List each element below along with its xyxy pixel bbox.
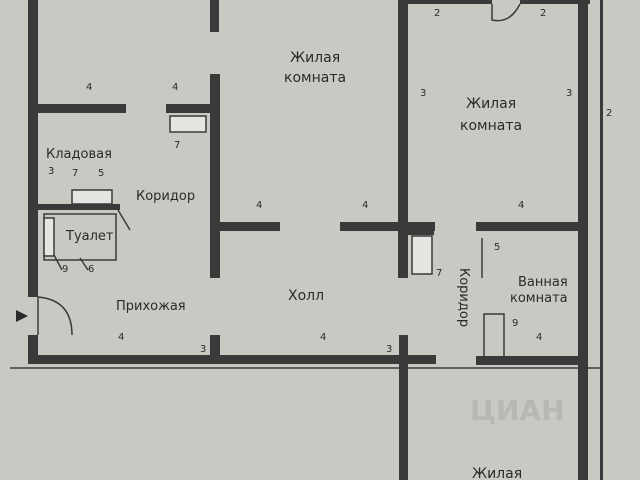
fixture-num-3: 5 (98, 168, 104, 179)
wall-left-exterior (28, 0, 38, 297)
wall-mid-right-vertical (398, 0, 408, 278)
fixture-toilet-side (43, 217, 55, 257)
wall-right-vertical (578, 0, 588, 480)
fixture-num-8: 9 (512, 318, 518, 329)
wall-bottom-vertical (399, 335, 408, 480)
wall-num-17: 3 (386, 344, 392, 355)
hall-label: Холл (288, 288, 324, 304)
wall-num-9: 4 (256, 200, 262, 211)
wall-corridor-stub (220, 222, 280, 231)
wall-center-lower (210, 335, 220, 360)
wall-toilet-top (38, 204, 120, 210)
wall-num-6: 3 (566, 88, 572, 99)
wall-niche-right (408, 231, 434, 235)
wall-bathroom-bottom (476, 356, 588, 365)
storage-label: Кладовая (46, 147, 112, 162)
wall-num-13: 4 (118, 332, 124, 343)
wall-hall-stub (340, 222, 435, 231)
corridor-vertical-label: Коридор (456, 268, 471, 327)
fixture-niche-right (411, 235, 433, 275)
wall-num-1: 4 (86, 82, 92, 93)
fixture-bathtub (71, 189, 113, 205)
wall-num-7: 2 (606, 108, 612, 119)
living-room-top-line1: Жилая (290, 50, 340, 66)
entrance-arrow-icon (16, 310, 28, 322)
fixture-num-1: 7 (174, 140, 180, 151)
fixture-num-6: 7 (436, 268, 442, 279)
toilet-label: Туалет (65, 229, 114, 244)
corridor-label: Коридор (136, 189, 195, 204)
wall-num-15: 3 (200, 344, 206, 355)
toilet-marker-6 (79, 257, 89, 271)
toilet-marker-9 (53, 254, 63, 271)
wall-left-exterior-lower (28, 335, 38, 360)
living-room-right-line2: комната (460, 118, 522, 134)
fixture-num-4: 9 (62, 264, 68, 275)
wall-center-vertical (210, 74, 220, 278)
entrance-label: Прихожая (116, 299, 186, 314)
wall-exterior-right (600, 0, 603, 480)
wall-num-16: 4 (536, 332, 542, 343)
wall-num-10: 4 (362, 200, 368, 211)
wall-num-2: 4 (172, 82, 178, 93)
wall-num-8: 3 (48, 166, 54, 177)
top-door (491, 3, 521, 22)
fixture-num-5: 6 (88, 264, 94, 275)
wall-top-right (408, 0, 492, 4)
wall-num-3: 2 (434, 8, 440, 19)
wall-num-14: 4 (320, 332, 326, 343)
wall-bottom (28, 355, 436, 364)
bathroom-label-line1: Ванная (518, 275, 568, 290)
watermark: ЦИАН (470, 394, 565, 427)
wall-niche (166, 104, 212, 113)
wall-bathroom-top (476, 222, 588, 231)
fixture-num-2: 7 (72, 168, 78, 179)
living-room-bottom-label: Жилая (472, 466, 522, 480)
bathroom-fixture (483, 313, 505, 359)
wall-num-5: 3 (420, 88, 426, 99)
entrance-door (37, 296, 73, 336)
wall-storage-top (38, 104, 126, 113)
wall-top-far-right (520, 0, 590, 4)
wall-top-center (210, 0, 219, 32)
toilet-door (117, 209, 131, 231)
living-room-right-line1: Жилая (466, 96, 516, 112)
bathroom-label-line2: комната (510, 291, 568, 306)
living-room-top-line2: комната (284, 70, 346, 86)
wall-num-11: 4 (518, 200, 524, 211)
fixture-box-top (169, 115, 207, 133)
wall-num-12: 5 (494, 242, 500, 253)
wall-num-4: 2 (540, 8, 546, 19)
